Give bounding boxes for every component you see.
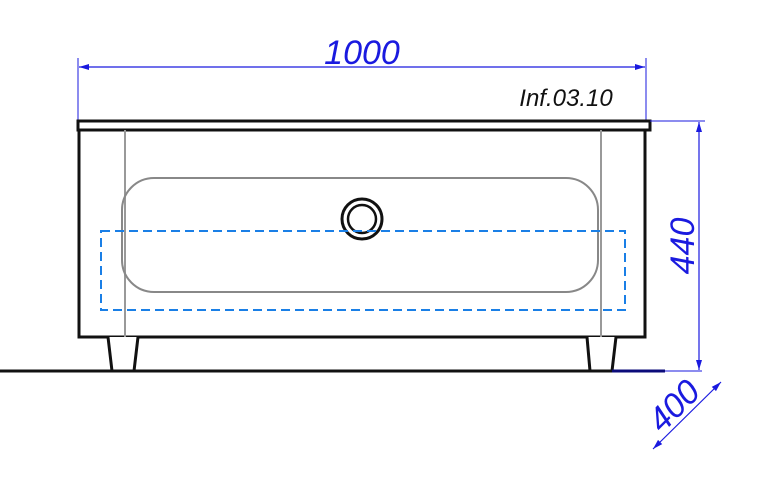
depth-label: 400 [641,373,708,440]
led-strip-outline [100,230,626,311]
height-label: 440 [664,218,702,275]
leg-left [106,336,140,373]
drawer-front [121,177,599,293]
height-dimension: 440 [650,120,705,370]
leg-right [585,336,618,373]
width-dimension: 1000 [77,34,647,122]
width-label: 1000 [324,34,400,72]
cabinet [76,119,652,373]
depth-dimension: 400 [641,373,722,450]
drawing-code: Inf.03.10 [519,85,613,112]
